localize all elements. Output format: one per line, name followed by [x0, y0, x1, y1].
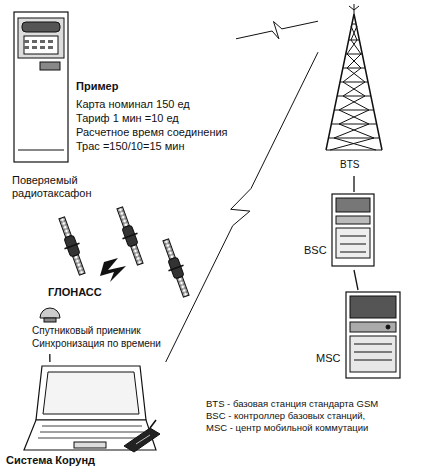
- glonass-satellites: [54, 205, 194, 299]
- abbreviation-note: MSC - центр мобильной коммутации: [206, 422, 440, 434]
- wired-link: [353, 176, 354, 192]
- node-label: Тариф 1 мин =10 ед: [76, 112, 234, 125]
- node-label: Расчетное время соединения: [76, 126, 234, 139]
- receiver-dome: [40, 308, 60, 322]
- taxophone-picture: [14, 12, 68, 162]
- msc-node: MSC: [316, 290, 408, 380]
- bsc-cabinet: [332, 194, 374, 266]
- glonass-node: ГЛОНАСС: [28, 214, 218, 302]
- node-label: Спутниковый приемник: [32, 324, 192, 337]
- node-label: Синхронизация по времени: [32, 337, 192, 350]
- node-label: Система Корунд: [6, 454, 126, 467]
- node-label: Карта номинал 150 ед: [76, 98, 234, 111]
- bsc-node: BSC: [304, 192, 386, 270]
- node-label: BTS: [340, 158, 384, 171]
- bts-node: BTS: [318, 4, 390, 176]
- node-label: BSC: [304, 244, 330, 257]
- radio-link: [236, 21, 318, 39]
- laptop-node: Система Корунд: [4, 362, 176, 470]
- bts-tower: [326, 4, 382, 150]
- node-label: MSC: [316, 352, 344, 365]
- abbreviation-note: BSC - контроллер базовых станций,: [206, 410, 440, 422]
- legend-notes: BTS - базовая станция стандарта GSMBSC -…: [206, 398, 440, 434]
- node-label: ГЛОНАСС: [48, 286, 148, 299]
- receiver-node: Спутниковый приемникСинхронизация по вре…: [28, 304, 196, 354]
- wired-link: [354, 270, 358, 290]
- node-label: Поверяемый радиотаксафон: [12, 174, 152, 200]
- mobile-handset: [124, 420, 160, 452]
- taxophone-node: ПримерКарта номинал 150 едТариф 1 мин =1…: [10, 8, 236, 213]
- node-label: Трас =150/10=15 мин: [76, 140, 234, 153]
- msc-cabinet: [346, 292, 400, 378]
- node-label: Пример: [76, 80, 234, 93]
- wired-link: [49, 354, 50, 362]
- abbreviation-note: BTS - базовая станция стандарта GSM: [206, 398, 440, 410]
